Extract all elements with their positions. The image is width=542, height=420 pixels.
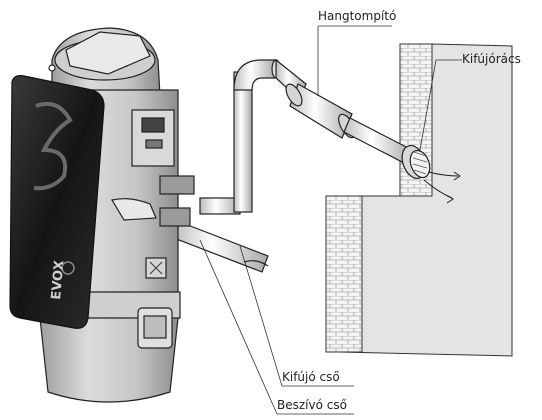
- silencer-label: Hangtompító: [318, 9, 397, 23]
- exhaust-pipe-label: Kifújó cső: [282, 370, 340, 384]
- callout-leaders: [199, 25, 462, 415]
- front-panel: EVOX: [9, 75, 105, 329]
- intake-pipe-label: Beszívó cső: [277, 398, 347, 412]
- exhaust-pipe-run: [199, 58, 431, 215]
- brand-logo: EVOX: [49, 260, 67, 300]
- wall: [325, 43, 513, 357]
- airflow-arrows-icon: [423, 171, 461, 204]
- outlet-grille: [401, 144, 431, 180]
- outlet-grille-label: Kifújórács: [462, 52, 521, 66]
- intake-pipe: [173, 221, 269, 273]
